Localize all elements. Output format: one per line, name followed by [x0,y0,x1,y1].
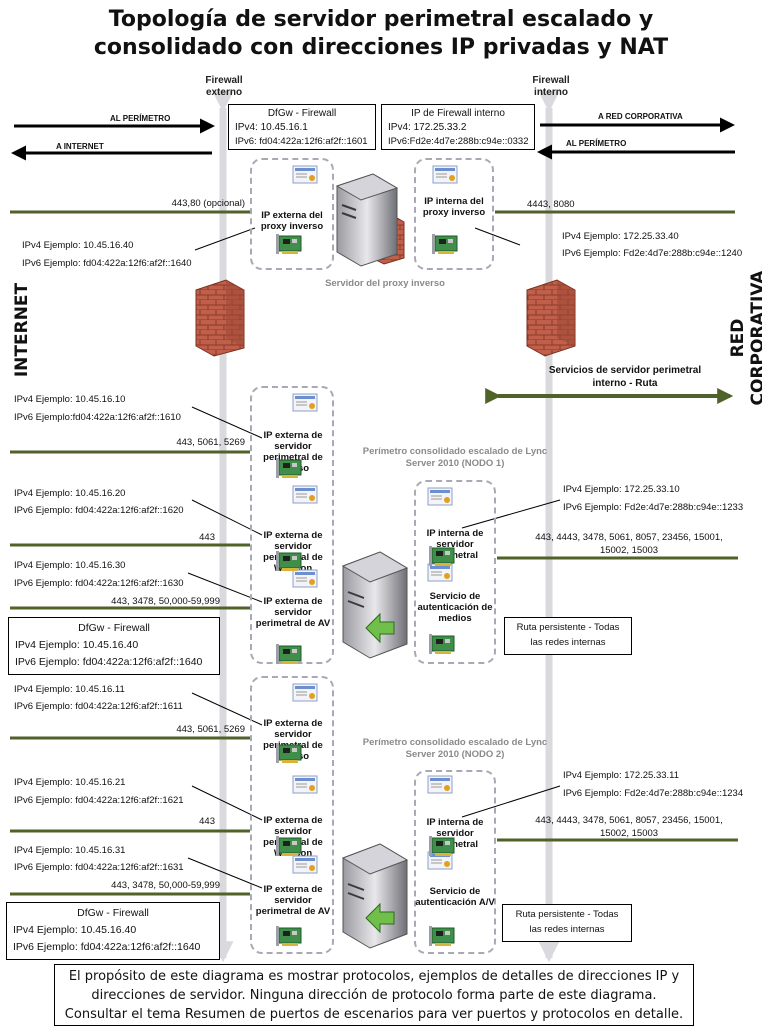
node2-access-ports: 443, 5061, 5269 [176,724,245,735]
footer-note: El propósito de este diagrama es mostrar… [54,964,694,1026]
node2-webcon-ipv6: IPv6 Ejemplo: fd04:422a:12f6:af2f::1621 [14,795,184,806]
external-firewall-label: Firewall externo [205,75,243,98]
node2-av-label: IP externa de servidor perimetral de AV [255,884,331,917]
node1-internal-nics [414,480,496,664]
node2-int-ipv4: IPv4 Ejemplo: 172.25.33.11 [563,770,680,781]
node2-int-ipv6: IPv6 Ejemplo: Fd2e:4d7e:288b:c94e::1234 [563,788,744,799]
proxy-int-ports: 4443, 8080 [527,199,575,210]
proxy-ext-label: IP externa del proxy inverso [260,210,324,232]
dfgw-bot-ipv4: IPv4 Ejemplo: 10.45.16.40 [13,924,137,936]
edge-server-node1 [341,551,409,659]
node2-webcon-label: IP externa de servidor perimetral de Web… [263,815,323,859]
node1-access-ipv4: IPv4 Ejemplo: 10.45.16.10 [14,394,126,405]
dfgw-bot-title: DfGw - Firewall [77,907,149,919]
dfgw-top-box: DfGw - Firewall IPv4: 10.45.16.1 IPv6: f… [228,104,376,150]
internal-firewall-label: Firewall interno [532,75,570,98]
node2-access-ipv6: IPv6 Ejemplo: fd04:422a:12f6:af2f::1611 [14,701,183,712]
node1-int-label: IP interna de servidor perimetral [426,528,484,561]
fw-internal-title: IP de Firewall interno [411,108,505,119]
route-box-1: Ruta persistente - Todas las redes inter… [504,617,632,655]
node2-title: Perímetro consolidado escalado de Lync S… [362,737,548,760]
node2-webcon-ipv4: IPv4 Ejemplo: 10.45.16.21 [14,777,126,788]
proxy-internal-nic [414,158,494,270]
title-line-1: Topología de servidor perimetral escalad… [108,7,654,32]
dfgw-mid-title: DfGw - Firewall [78,622,150,634]
node2-access-label: IP externa de servidor perimetral de acc… [263,718,323,762]
node1-webcon-ipv4: IPv4 Ejemplo: 10.45.16.20 [14,488,126,499]
node2-access-ipv4: IPv4 Ejemplo: 10.45.16.11 [14,684,125,695]
proxy-ext-ports: 443,80 (opcional) [171,198,245,209]
node1-int-ipv6: IPv6 Ejemplo: Fd2e:4d7e:288b:c94e::1233 [563,502,744,513]
footer-line-3: Consultar el tema Resumen de puertos de … [64,1007,684,1022]
node1-title: Perímetro consolidado escalado de Lync S… [362,446,548,469]
node1-auth-label: Servicio de autenticación de medios [417,591,493,624]
node1-int-ipv4: IPv4 Ejemplo: 172.25.33.10 [563,484,680,495]
proxy-int-ipv4: IPv4 Ejemplo: 172.25.33.40 [562,231,679,242]
internal-services-label: Servicios de servidor perimetral interno… [548,365,702,389]
dfgw-top-ipv4: IPv4: 10.45.16.1 [235,122,308,133]
node2-av-ports: 443, 3478, 50,000-59,999 [111,880,220,891]
proxy-server [335,173,399,267]
internet-label: INTERNET [12,282,32,378]
dfgw-top-ipv6: IPv6: fd04:422a:12f6:af2f::1601 [235,136,368,147]
edge-server-node2 [341,843,409,949]
node2-av-ipv6: IPv6 Ejemplo: fd04:422a:12f6:af2f::1631 [14,862,184,873]
footer-line-2: direcciones de servidor. Ninguna direcci… [91,988,657,1003]
footer-line-1: El propósito de este diagrama es mostrar… [68,969,680,984]
fw-internal-box: IP de Firewall interno IPv4: 172.25.33.2… [381,104,535,150]
fw-internal-ipv6: IPv6:Fd2e:4d7e:288b:c94e::0332 [388,136,529,147]
proxy-ext-ipv6: IPv6 Ejemplo: fd04:422a:12f6:af2f::1640 [22,258,192,269]
node1-access-label: IP externa de servidor perimetral de acc… [263,430,323,474]
node1-webcon-ports: 443 [199,532,215,543]
node2-int-ports: 443, 4443, 3478, 5061, 8057, 23456, 1500… [535,815,723,839]
node1-av-ipv6: IPv6 Ejemplo: fd04:422a:12f6:af2f::1630 [14,578,184,589]
dfgw-mid-box: DfGw - Firewall IPv4 Ejemplo: 10.45.16.4… [8,617,220,675]
dfgw-bot-ipv6: IPv6 Ejemplo: fd04:422a:12f6:af2f::1640 [13,941,201,953]
proxy-external-nic [250,158,334,270]
node1-access-ipv6: IPv6 Ejemplo:fd04:422a:12f6:af2f::1610 [14,412,181,423]
arrow-label-to-perimeter-right: AL PERÍMETRO [566,139,627,148]
arrow-label-to-perimeter-left: AL PERÍMETRO [110,114,171,123]
arrow-label-to-internet: A INTERNET [56,142,104,151]
node2-int-label: IP interna de servidor perimetral [426,817,484,850]
corp-network-label: RED CORPORATIVA [728,270,762,406]
node2-internal-nics [414,770,496,954]
node1-int-ports: 443, 4443, 3478, 5061, 8057, 23456, 1500… [535,532,723,556]
node2-external-nics [250,676,334,954]
node1-access-ports: 443, 5061, 5269 [176,437,245,448]
dfgw-bot-box: DfGw - Firewall IPv4 Ejemplo: 10.45.16.4… [6,902,220,960]
node1-webcon-label: IP externa de servidor perimetral de Web… [263,530,323,574]
proxy-int-ipv6: IPv6 Ejemplo: Fd2e:4d7e:288b:c94e::1240 [562,248,743,259]
node1-av-ipv4: IPv4 Ejemplo: 10.45.16.30 [14,560,126,571]
proxy-int-label: IP interna del proxy inverso [422,196,486,218]
dfgw-mid-ipv6: IPv6 Ejemplo: fd04:422a:12f6:af2f::1640 [15,656,203,668]
proxy-server-label: Servidor del proxy inverso [325,278,445,289]
arrow-label-to-corp: A RED CORPORATIVA [598,112,683,121]
node1-av-label: IP externa de servidor perimetral de AV [255,596,331,629]
dfgw-top-title: DfGw - Firewall [267,108,337,119]
node1-av-ports: 443, 3478, 50,000-59,999 [111,596,220,607]
title-line-2: consolidado con direcciones IP privadas … [93,35,669,60]
brick-wall-left [195,279,245,357]
node2-av-ipv4: IPv4 Ejemplo: 10.45.16.31 [14,845,126,856]
route-box-2: Ruta persistente - Todas las redes inter… [502,904,632,942]
node1-webcon-ipv6: IPv6 Ejemplo: fd04:422a:12f6:af2f::1620 [14,505,184,516]
diagram-title: Topología de servidor perimetral escalad… [0,6,762,62]
brick-wall-right [526,279,576,357]
fw-internal-ipv4: IPv4: 172.25.33.2 [388,122,467,133]
node2-auth-label: Servicio de autenticación A/V [415,886,495,908]
node2-webcon-ports: 443 [199,816,215,827]
proxy-ext-ipv4: IPv4 Ejemplo: 10.45.16.40 [22,240,134,251]
dfgw-mid-ipv4: IPv4 Ejemplo: 10.45.16.40 [15,639,139,651]
